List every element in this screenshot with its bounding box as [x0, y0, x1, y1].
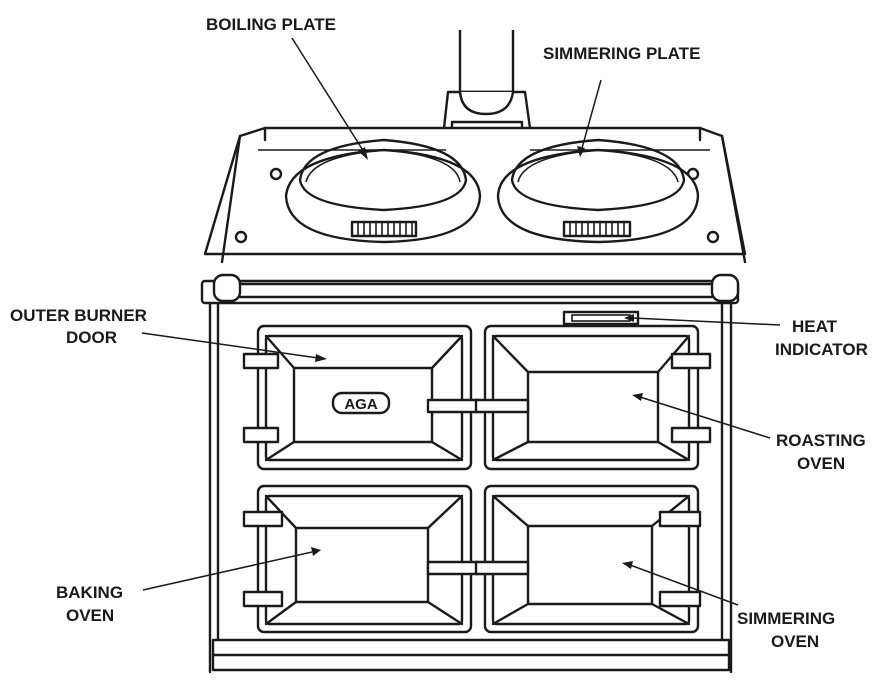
heat-indicator [562, 310, 640, 326]
svg-text:AGA: AGA [344, 396, 378, 413]
hob-bolt-hole [269, 167, 283, 181]
label-roasting-oven-line2: OVEN [797, 454, 845, 473]
leader-roasting-oven [632, 393, 771, 439]
label-heat-indicator-line1: HEAT [792, 317, 838, 336]
towel-rail [200, 273, 740, 305]
simmering-plate-handle [562, 220, 632, 238]
outer-burner-door[interactable]: AGA [242, 324, 480, 471]
label-heat-indicator-line2: INDICATOR [775, 340, 868, 359]
label-baking-oven-line1: BAKING [56, 583, 123, 602]
roasting-oven-door[interactable] [474, 324, 712, 471]
aga-logo: AGA [331, 391, 391, 415]
leader-heat-indicator [624, 314, 781, 326]
leader-simmering-plate [577, 79, 602, 157]
label-boiling-plate: BOILING PLATE [206, 15, 336, 34]
baking-oven-door[interactable] [242, 484, 480, 634]
cooker-body [208, 301, 733, 674]
label-simmering-plate: SIMMERING PLATE [543, 44, 700, 63]
label-outer-burner-door-line1: OUTER BURNER [10, 306, 147, 325]
leader-outer-burner-door [141, 332, 327, 362]
simmering-plate-lid [496, 138, 700, 244]
boiling-plate-lid [284, 138, 482, 244]
label-simmering-oven-line1: SIMMERING [737, 609, 835, 628]
hob-bolt-hole [706, 230, 720, 244]
leader-simmering-oven [622, 561, 739, 606]
leader-baking-oven [142, 547, 321, 591]
simmering-oven-door[interactable] [474, 484, 702, 634]
label-simmering-oven-line2: OVEN [771, 632, 819, 651]
leader-boiling-plate [291, 37, 368, 160]
hob-bolt-hole [234, 230, 248, 244]
label-outer-burner-door-line2: DOOR [66, 328, 117, 347]
plinth [211, 638, 731, 672]
label-baking-oven-line2: OVEN [66, 606, 114, 625]
label-roasting-oven-line1: ROASTING [776, 431, 866, 450]
